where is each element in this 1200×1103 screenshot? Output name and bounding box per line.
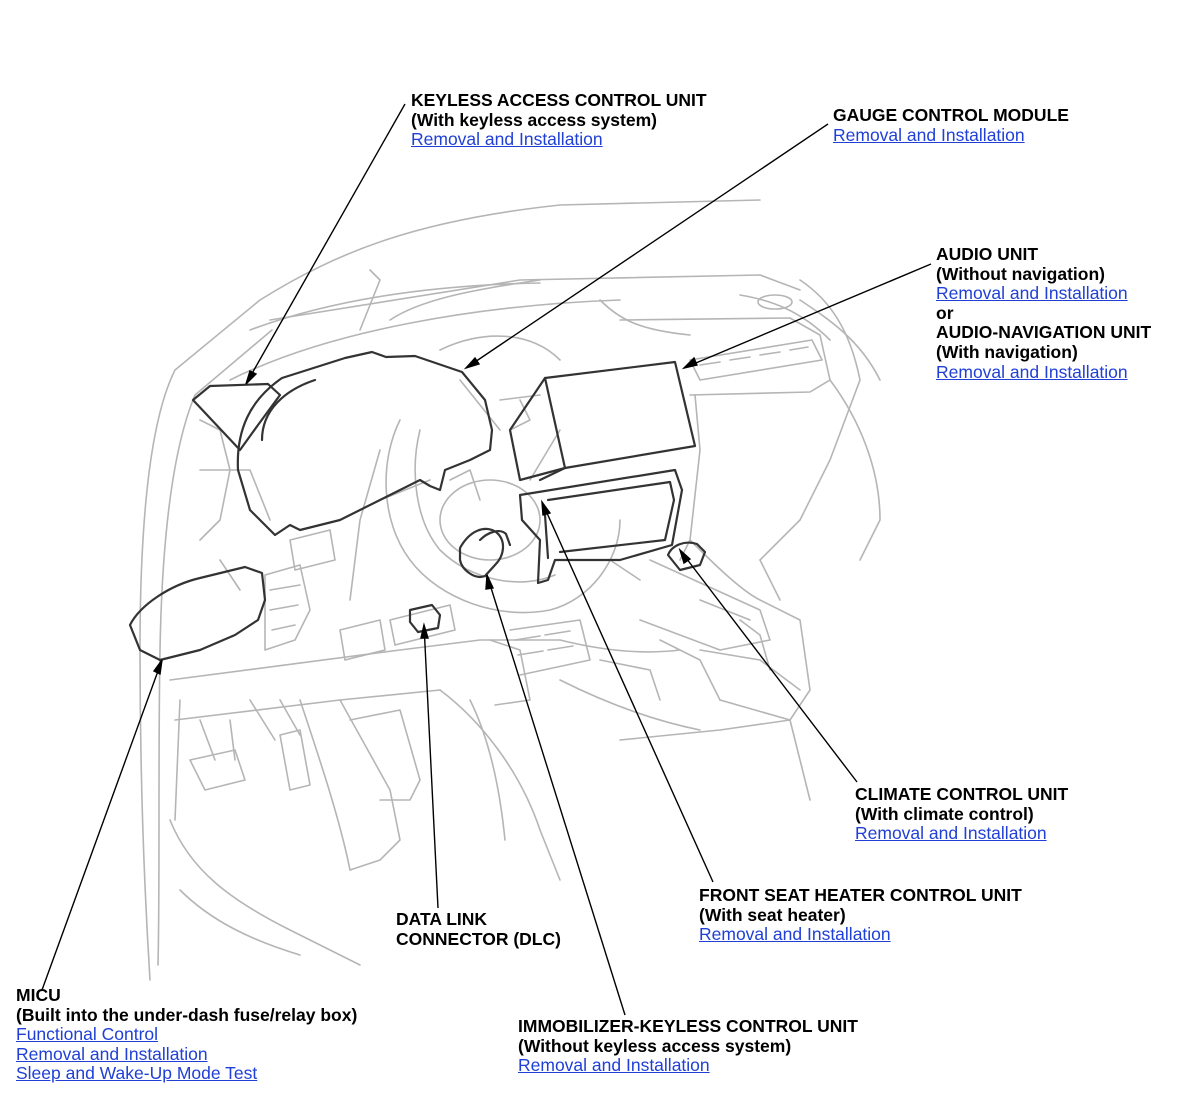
audio-removal-link[interactable]: Removal and Installation — [936, 283, 1128, 304]
audio-unit-shape — [543, 360, 697, 470]
leader-seat-heater — [541, 501, 714, 883]
climate-callout: CLIMATE CONTROL UNIT (With climate contr… — [855, 784, 1069, 844]
micu-title: MICU — [16, 985, 61, 1005]
leader-keyless — [245, 103, 406, 385]
keyless-access-condition: (With keyless access system) — [411, 109, 657, 130]
gauge-removal-link[interactable]: Removal and Installation — [833, 124, 1025, 145]
leader-gauge — [465, 123, 829, 369]
micu-removal-link[interactable]: Removal and Installation — [16, 1043, 208, 1064]
audio-navigation-removal-link[interactable]: Removal and Installation — [936, 361, 1128, 382]
micu-condition: (Built into the under-dash fuse/relay bo… — [16, 1004, 358, 1025]
keyless-access-callout: KEYLESS ACCESS CONTROL UNIT (With keyles… — [411, 90, 707, 150]
audio-navigation-title: AUDIO-NAVIGATION UNIT — [936, 322, 1152, 343]
immobilizer-shape — [458, 527, 505, 578]
arrowhead-climate — [678, 547, 692, 565]
climate-title: CLIMATE CONTROL UNIT — [855, 784, 1069, 804]
arrowhead-keyless — [245, 370, 258, 385]
dashboard-outline — [139, 199, 881, 981]
leader-lines — [41, 103, 932, 1016]
audio-navigation-condition: (With navigation) — [936, 341, 1078, 362]
keyless-access-title: KEYLESS ACCESS CONTROL UNIT — [411, 90, 707, 110]
seat-heater-condition: (With seat heater) — [699, 904, 846, 925]
micu-sleep-wakeup-link[interactable]: Sleep and Wake-Up Mode Test — [16, 1063, 258, 1084]
seat-heater-callout: FRONT SEAT HEATER CONTROL UNIT (With sea… — [699, 885, 1022, 945]
arrowhead-dlc — [420, 622, 429, 639]
keyless-access-unit-shape — [191, 382, 282, 452]
arrowhead-immobilizer — [485, 574, 495, 590]
leader-micu — [41, 659, 163, 991]
micu-functional-control-link[interactable]: Functional Control — [16, 1024, 159, 1045]
arrowhead-gauge — [463, 356, 481, 370]
audio-or-text: or — [936, 302, 954, 323]
immobilizer-callout: IMMOBILIZER-KEYLESS CONTROL UNIT (Withou… — [518, 1016, 858, 1076]
leader-climate — [679, 549, 858, 783]
dlc-title-line2: CONNECTOR (DLC) — [396, 928, 561, 949]
micu-shape — [128, 565, 267, 662]
highlighted-components — [128, 350, 707, 662]
arrowhead-micu — [152, 659, 163, 676]
climate-panel-shape — [518, 468, 684, 585]
climate-removal-link[interactable]: Removal and Installation — [855, 823, 1047, 844]
dlc-shape — [408, 603, 442, 634]
audio-callout: AUDIO UNIT (Without navigation) Removal … — [936, 244, 1152, 382]
seat-heater-removal-link[interactable]: Removal and Installation — [699, 924, 891, 945]
leader-immobilizer — [486, 574, 626, 1016]
immobilizer-removal-link[interactable]: Removal and Installation — [518, 1055, 710, 1076]
gauge-cluster-shape — [236, 350, 494, 537]
leader-audio — [683, 263, 932, 369]
climate-condition: (With climate control) — [855, 803, 1034, 824]
immobilizer-condition: (Without keyless access system) — [518, 1035, 792, 1056]
keyless-access-removal-link[interactable]: Removal and Installation — [411, 129, 603, 150]
gauge-title: GAUGE CONTROL MODULE — [833, 105, 1069, 125]
micu-callout: MICU (Built into the under-dash fuse/rel… — [16, 985, 358, 1084]
seat-heater-title: FRONT SEAT HEATER CONTROL UNIT — [699, 885, 1022, 905]
arrowhead-seat-heater — [541, 499, 552, 516]
audio-condition: (Without navigation) — [936, 263, 1105, 284]
climate-knob-shape — [666, 541, 707, 572]
arrowhead-audio — [681, 356, 698, 370]
dlc-callout: DATA LINK CONNECTOR (DLC) — [396, 909, 561, 949]
gauge-callout: GAUGE CONTROL MODULE Removal and Install… — [833, 105, 1069, 145]
leader-dlc — [423, 624, 439, 909]
immobilizer-title: IMMOBILIZER-KEYLESS CONTROL UNIT — [518, 1016, 858, 1036]
dlc-title-line1: DATA LINK — [396, 909, 488, 929]
audio-title: AUDIO UNIT — [936, 244, 1039, 264]
